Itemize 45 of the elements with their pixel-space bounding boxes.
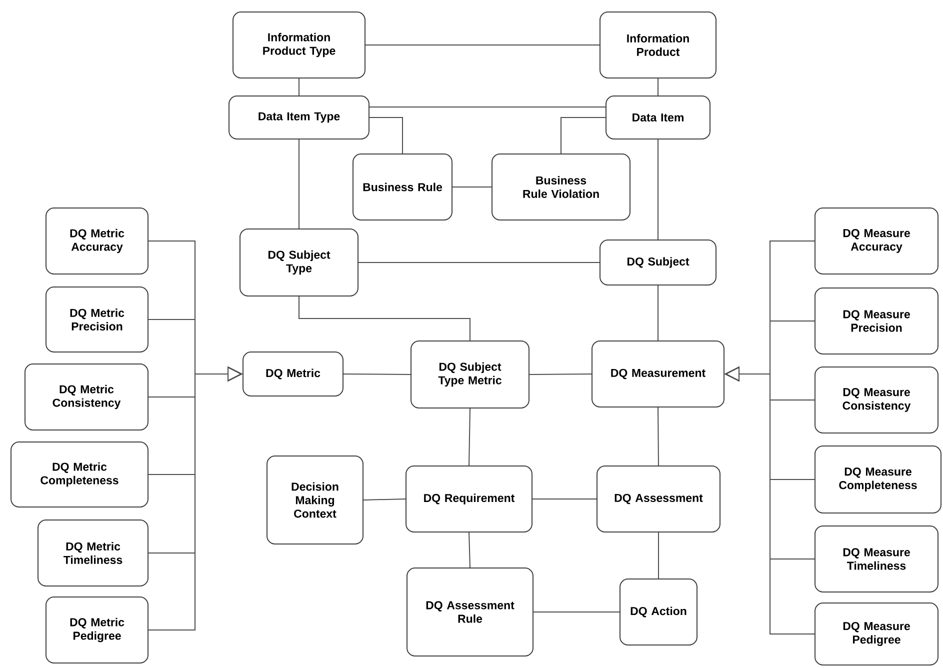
connector-line — [560, 117, 606, 154]
connector-line — [468, 532, 470, 568]
entity-box: DQ Metric Completeness — [10, 442, 148, 508]
connector-line — [369, 117, 403, 154]
entity-box: DQ Metric Accuracy — [46, 208, 148, 274]
entity-box: DQ Measure Precision — [814, 288, 938, 354]
entity-box: DQ Measure Pedigree — [814, 602, 938, 666]
connector-line — [658, 532, 659, 579]
connector-line — [658, 407, 659, 466]
connector-line — [529, 374, 592, 375]
entity-box: DQ Metric — [242, 352, 344, 396]
connector-line — [365, 44, 600, 46]
entity-box: DQ Subject — [600, 240, 716, 286]
entity-box: Business Rule — [352, 154, 452, 220]
entity-box: DQ Subject Type Metric — [410, 340, 530, 408]
connector-line — [298, 78, 300, 96]
entity-box: DQ Metric Timeliness — [38, 520, 148, 586]
entity-box: Business Rule Violation — [492, 154, 630, 220]
entity-box: DQ Assessment Rule — [406, 568, 534, 656]
entity-box: DQ Measure Accuracy — [814, 208, 938, 274]
entity-box: DQ Metric Precision — [46, 286, 148, 352]
connector-line — [358, 262, 600, 263]
connector-line — [343, 374, 411, 375]
connector-line — [369, 106, 606, 108]
entity-box: DQ Metric Consistency — [24, 364, 148, 430]
connector-line — [363, 498, 406, 500]
connector-line — [298, 296, 470, 341]
entity-box: DQ Subject Type — [240, 228, 358, 296]
entity-box: Decision Making Context — [266, 456, 364, 544]
entity-box: Information Product — [600, 12, 716, 78]
entity-box: DQ Requirement — [406, 466, 532, 532]
connector-line — [532, 498, 597, 500]
entity-box: DQ Measure Consistency — [814, 366, 938, 434]
entity-box: Data Item Type — [228, 96, 370, 140]
connector-line — [452, 186, 492, 188]
entity-box: DQ Action — [620, 578, 698, 646]
entity-box: DQ Measure Completeness — [814, 446, 942, 514]
entity-box: DQ Assessment — [596, 466, 720, 532]
entity-box: DQ Measurement — [592, 340, 724, 408]
entity-box: DQ Measure Timeliness — [814, 526, 938, 592]
entity-box: Data Item — [606, 96, 710, 140]
connector-line — [298, 139, 300, 229]
entity-box: Information Product Type — [232, 12, 366, 78]
entity-box: DQ Metric Pedigree — [46, 596, 148, 664]
connector-line — [468, 408, 470, 466]
